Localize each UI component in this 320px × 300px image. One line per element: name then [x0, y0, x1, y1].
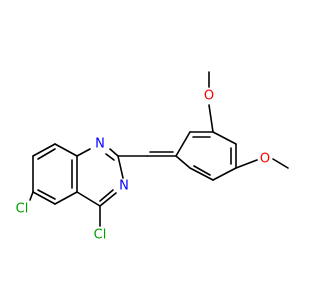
bond-c4-c4a: [76, 191, 101, 207]
bond-c5-c4a: [54, 191, 78, 205]
bond-c8-c7-inner: [37, 148, 56, 160]
bond-c6-cl6: [29, 191, 34, 201]
bond-c8a-n1: [76, 148, 91, 157]
bond-n3-c4: [99, 192, 117, 207]
bond-c6-c5: [32, 191, 56, 205]
bond-r4-r5: [212, 167, 237, 181]
atom-o-top: O: [204, 89, 214, 104]
bond-c2-n3: [117, 155, 124, 179]
atom-n1: N: [95, 137, 105, 152]
atom-cl4: Cl: [94, 228, 107, 243]
bond-n3-c4-inner: [99, 189, 114, 202]
bond-c8-c7: [32, 143, 56, 157]
atom-cl6: Cl: [16, 202, 29, 217]
bond-cb-r1: [175, 131, 191, 157]
bond-r5-r6-inner: [193, 165, 211, 176]
bond-r4-o-right: [235, 159, 258, 169]
bond-n1-c2: [109, 148, 119, 157]
atom-labels: N N Cl Cl O O: [16, 89, 270, 243]
bond-o-right-ch3: [272, 158, 289, 169]
bond-c6-c5-inner: [37, 189, 56, 200]
bond-r2-o-top: [208, 104, 214, 133]
atom-o-right: O: [260, 152, 270, 167]
bond-n1-c2-inner: [105, 153, 115, 161]
molecule-structure: N N Cl Cl O O: [16, 71, 289, 243]
bonds: [29, 71, 289, 227]
bond-r2-r3: [212, 131, 237, 145]
bond-c8a-c8: [54, 143, 78, 157]
bond-r5-r6: [189, 167, 214, 181]
bond-r6-r1: [175, 155, 191, 169]
atom-n3: N: [119, 179, 129, 194]
